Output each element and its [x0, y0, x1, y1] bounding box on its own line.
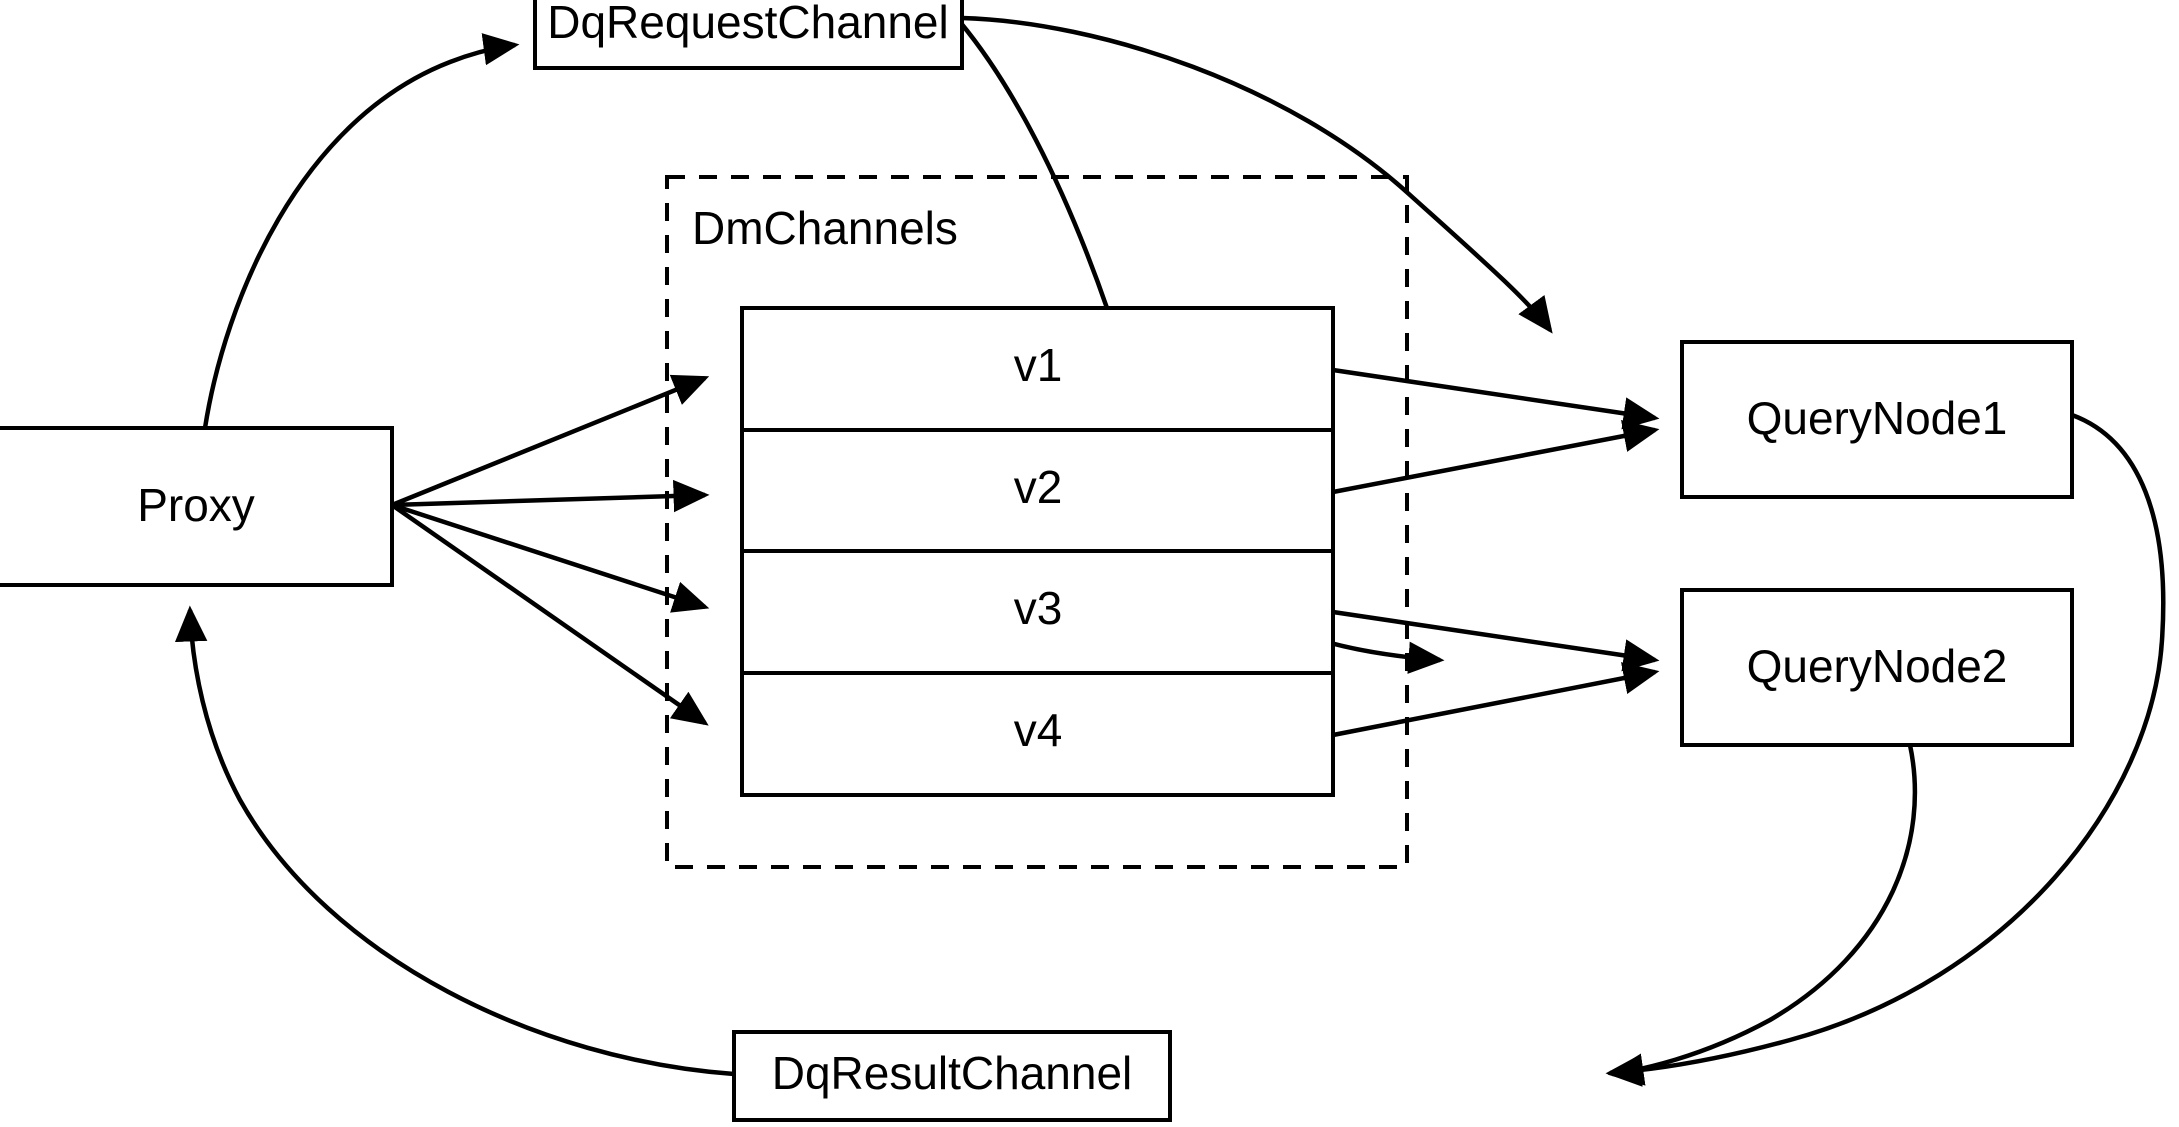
dm-channel-slot-v4[interactable]: v4: [1014, 704, 1063, 756]
edge-proxy-to-v2: [391, 479, 710, 513]
dm-channel-slot-v2[interactable]: v2: [1014, 461, 1063, 513]
node-proxy-label: Proxy: [137, 479, 255, 531]
edge-proxy-to-v3: [391, 502, 710, 613]
edge-proxy-to-dqrequestchannel: [202, 33, 520, 429]
edge-proxy-to-v1: [391, 374, 710, 508]
node-query-node-1-label: QueryNode1: [1747, 392, 2008, 444]
node-query-node-1-box[interactable]: [1680, 340, 2074, 499]
node-dq-result-channel-label: DqResultChannel: [772, 1047, 1133, 1099]
dm-channels-group-label: DmChannels: [692, 202, 958, 254]
edge-v3-to-querynode2: [1332, 609, 1660, 672]
node-dq-result-channel-box[interactable]: [732, 1030, 1172, 1122]
edge-querynode1-to-dqresultchannel: [1605, 412, 2166, 1087]
dm-channel-slot-v1[interactable]: v1: [1014, 339, 1063, 391]
edge-proxy-to-v4: [390, 503, 709, 726]
edge-v2-to-querynode1: [1332, 420, 1660, 495]
node-query-node-2-label: QueryNode2: [1747, 640, 2008, 692]
dm-channel-slot-v3[interactable]: v3: [1014, 582, 1063, 634]
edge-v4-to-querynode2: [1332, 662, 1660, 738]
node-dq-request-channel-box[interactable]: [533, 0, 964, 70]
dm-channels-group-box: [665, 175, 1409, 869]
node-query-node-2-box[interactable]: [1680, 588, 2074, 747]
edge-querynode2-to-dqresultchannel: [1607, 744, 1918, 1086]
node-proxy-box[interactable]: [0, 426, 394, 587]
edge-dqrequestchannel-to-querynode1: [961, 15, 1553, 334]
edge-dqresultchannel-to-proxy: [174, 605, 735, 1077]
node-dq-request-channel-label: DqRequestChannel: [547, 0, 949, 48]
edge-v1-to-querynode1: [1332, 367, 1660, 430]
